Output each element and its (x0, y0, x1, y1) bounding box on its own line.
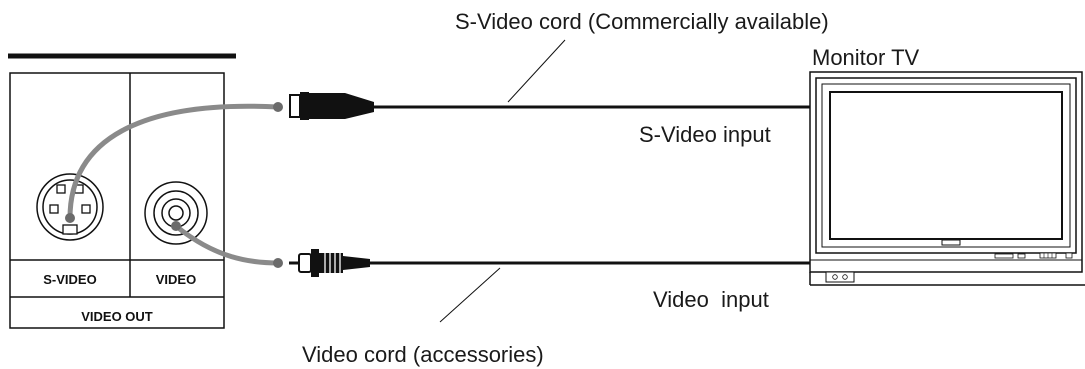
svideo-wire-plug-dot (273, 102, 283, 112)
svideo-cord-leader-line (507, 39, 566, 103)
svideo-jack-label: S-VIDEO (43, 272, 96, 287)
monitor-tv-label: Monitor TV (812, 45, 920, 70)
video-cord-leader-line (439, 267, 501, 323)
video-rca-jack-icon (144, 181, 208, 245)
svideo-patch-wire (67, 103, 281, 221)
video-wire-end-dot (171, 221, 181, 231)
svideo-cord-label: S-Video cord (Commercially available) (455, 9, 829, 34)
svideo-wire-end-dot (65, 213, 75, 223)
video-out-label: VIDEO OUT (81, 309, 153, 324)
svideo-plug-icon (289, 92, 374, 120)
device-rear-panel: S-VIDEO VIDEO VIDEO OUT (8, 53, 236, 329)
video-wire-plug-dot (273, 258, 283, 268)
monitor-tv-icon (809, 71, 1085, 286)
video-cord-label: Video cord (accessories) (302, 342, 544, 367)
video-patch-wire (173, 223, 281, 266)
rca-plug-icon (289, 249, 370, 277)
video-input-label: Video input (653, 287, 769, 312)
panel-frame (9, 72, 225, 329)
svideo-input-label: S-Video input (639, 122, 771, 147)
video-jack-label: VIDEO (156, 272, 196, 287)
